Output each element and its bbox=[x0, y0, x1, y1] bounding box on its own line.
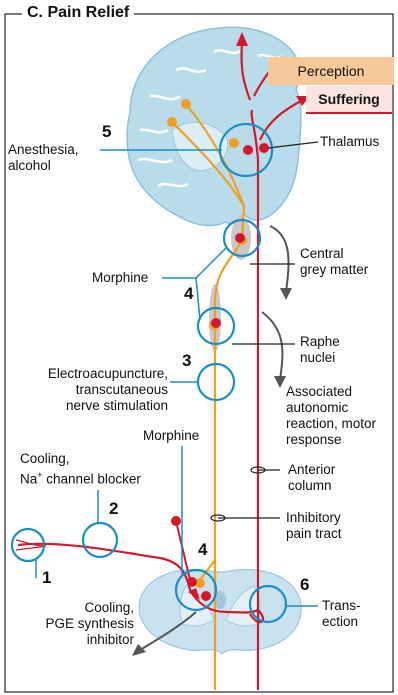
label-morphine-upper: Morphine bbox=[92, 270, 148, 286]
label-raphe-line1: Raphe bbox=[300, 334, 340, 350]
label-raphe-line2: nuclei bbox=[300, 350, 340, 366]
label-inhibitory-line2: pain tract bbox=[286, 526, 342, 542]
suffering-box: Suffering bbox=[306, 86, 392, 114]
label-cooling-pge: Cooling, PGE synthesis inhibitor bbox=[10, 600, 134, 648]
label-central-grey-line2: grey matter bbox=[300, 262, 368, 278]
label-electro-line2: transcutaneous bbox=[20, 382, 168, 398]
label-anesthesia: Anesthesia, alcohol bbox=[8, 142, 79, 174]
label-cooling-pge-line1: Cooling, bbox=[10, 600, 134, 616]
label-associated-line2: autonomic bbox=[286, 400, 376, 416]
number-6: 6 bbox=[300, 575, 309, 595]
label-cooling-pge-line2: PGE synthesis bbox=[10, 616, 134, 632]
number-1: 1 bbox=[42, 568, 51, 588]
label-associated-line3: reaction, motor bbox=[286, 416, 376, 432]
label-electro-line1: Electroacupuncture, bbox=[20, 366, 168, 382]
label-associated: Associated autonomic reaction, motor res… bbox=[286, 384, 376, 448]
perception-box: Perception bbox=[268, 57, 394, 85]
figure-title: C. Pain Relief bbox=[22, 4, 134, 22]
label-transection-line1: Trans- bbox=[322, 598, 361, 614]
label-anterior-column: Anterior column bbox=[288, 462, 335, 494]
label-central-grey-line1: Central bbox=[300, 246, 368, 262]
label-thalamus: Thalamus bbox=[320, 134, 379, 150]
label-cooling-na-line2: Na+ channel blocker bbox=[20, 467, 141, 488]
label-anesthesia-line1: Anesthesia, bbox=[8, 142, 79, 158]
number-4-lower: 4 bbox=[198, 540, 207, 560]
label-anesthesia-line2: alcohol bbox=[8, 158, 79, 174]
label-anterior-line1: Anterior bbox=[288, 462, 335, 478]
label-transection: Trans- ection bbox=[322, 598, 361, 630]
label-electroacupuncture: Electroacupuncture, transcutaneous nerve… bbox=[20, 366, 168, 414]
label-electro-line3: nerve stimulation bbox=[20, 398, 168, 414]
label-cooling-pge-line3: inhibitor bbox=[10, 632, 134, 648]
label-morphine-lower: Morphine bbox=[143, 428, 199, 444]
number-3: 3 bbox=[182, 351, 191, 371]
label-transection-line2: ection bbox=[322, 614, 361, 630]
label-inhibitory-tract: Inhibitory pain tract bbox=[286, 510, 342, 542]
number-5: 5 bbox=[102, 122, 111, 142]
number-2: 2 bbox=[109, 499, 118, 519]
label-associated-line4: response bbox=[286, 432, 376, 448]
label-cooling-na: Cooling, Na+ channel blocker bbox=[20, 451, 141, 488]
label-associated-line1: Associated bbox=[286, 384, 376, 400]
label-inhibitory-line1: Inhibitory bbox=[286, 510, 342, 526]
label-na: Na bbox=[20, 472, 37, 487]
label-central-grey: Central grey matter bbox=[300, 246, 368, 278]
label-raphe: Raphe nuclei bbox=[300, 334, 340, 366]
label-anterior-line2: column bbox=[288, 478, 335, 494]
label-cooling-na-line1: Cooling, bbox=[20, 451, 141, 467]
number-4-upper: 4 bbox=[184, 284, 193, 304]
label-channel-blocker: channel blocker bbox=[43, 472, 141, 487]
